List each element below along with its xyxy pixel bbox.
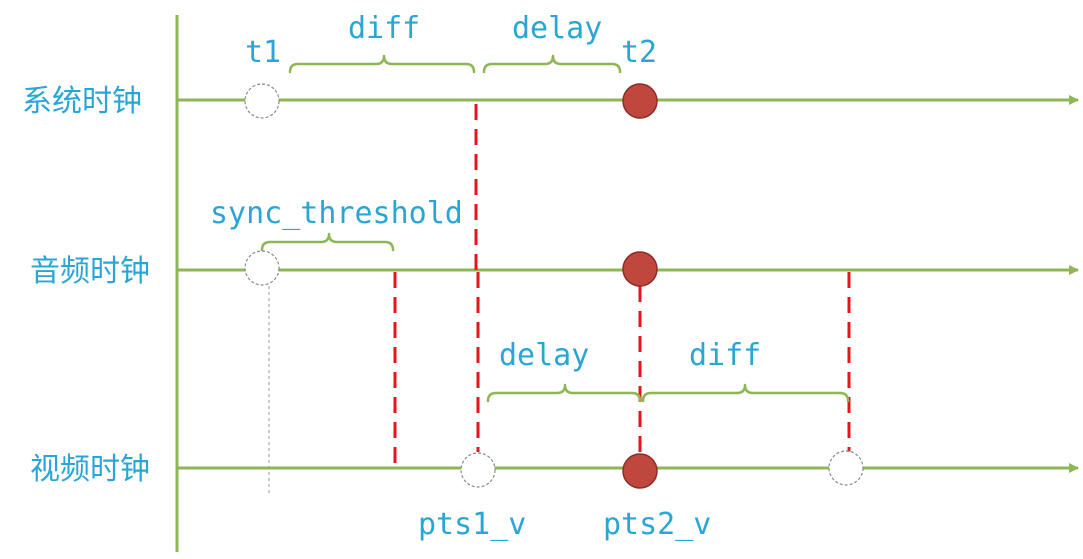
audio-start-point (244, 250, 280, 286)
delay-bottom-label: delay (499, 338, 589, 373)
diff-top-label: diff (348, 11, 420, 46)
sync-threshold-brace (260, 232, 395, 252)
t2-label: t2 (621, 35, 657, 70)
pts2-v-point (622, 453, 658, 489)
diff-bottom-label: diff (689, 338, 761, 373)
t2-point (622, 83, 658, 119)
diff-bottom-brace (641, 383, 850, 403)
delay-bottom-brace (486, 383, 642, 403)
pts1-v-label: pts1_v (418, 507, 526, 542)
delay-top-label: delay (512, 11, 602, 46)
video-clock-label: 视频时钟 (30, 452, 150, 487)
audio-t2-point (622, 251, 658, 287)
delay-top-brace (482, 54, 622, 74)
system-clock-label: 系统时钟 (22, 84, 142, 119)
sync-threshold-label: sync_threshold (210, 196, 463, 231)
next-frame-point (828, 450, 864, 486)
pts1-v-point (460, 452, 496, 488)
pts2-v-label: pts2_v (603, 507, 711, 542)
diff-top-brace (288, 54, 476, 74)
t1-label: t1 (245, 35, 281, 70)
audio-clock-label: 音频时钟 (30, 254, 150, 289)
t1-point (244, 83, 280, 119)
